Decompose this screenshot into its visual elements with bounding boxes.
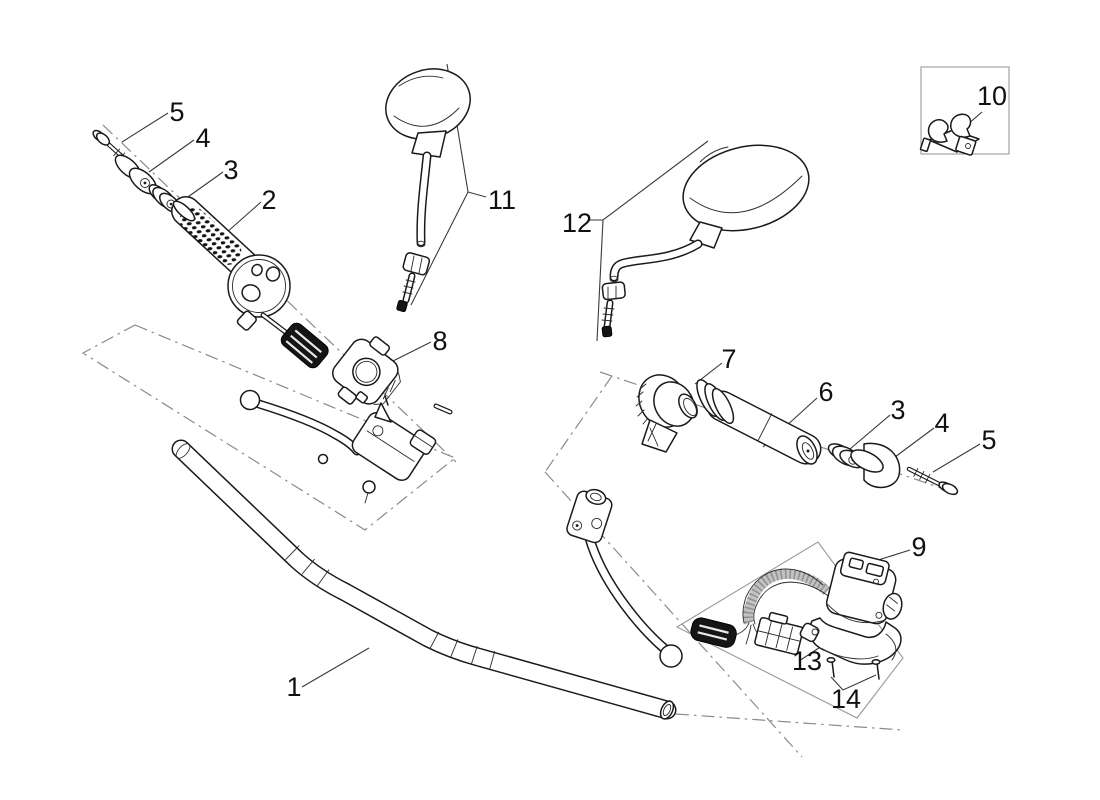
callout-throttle-housing: 7 (721, 344, 736, 374)
callout-screws: 14 (831, 684, 861, 714)
switch-body (825, 551, 903, 625)
callout-right-weight: 4 (934, 408, 949, 438)
callout-left-screw: 5 (169, 97, 184, 127)
callout-left-nut: 3 (223, 155, 238, 185)
part-bracket-screws (826, 657, 881, 680)
callout-clip: 10 (977, 81, 1007, 111)
part-cable-clip (919, 113, 980, 156)
callout-right-screw: 5 (981, 425, 996, 455)
callout-right-nut: 3 (890, 395, 905, 425)
clutch-lever-assembly (566, 488, 683, 668)
callout-bracket: 13 (792, 646, 822, 676)
callout-labels: 5 4 3 2 11 12 10 8 7 6 3 4 5 9 13 14 1 (169, 81, 1007, 714)
part-left-switch-housing (332, 336, 401, 405)
part-right-switch-assembly (690, 551, 903, 680)
part-handlebar (171, 439, 677, 720)
callout-switch-housing: 8 (432, 326, 447, 356)
harness-black-connector (690, 617, 737, 648)
part-left-grip-nut (148, 184, 182, 214)
callout-left-grip: 2 (261, 185, 276, 215)
part-right-grip (696, 378, 822, 465)
callout-left-mirror: 11 (488, 185, 516, 215)
part-left-mirror (385, 68, 471, 313)
callout-switch-assembly: 9 (911, 532, 926, 562)
part-right-bar-end-weight (850, 442, 901, 489)
part-right-bar-end-screw (906, 466, 959, 496)
part-left-grip (171, 196, 291, 337)
part-right-mirror (601, 144, 810, 338)
part-throttle-housing (635, 374, 698, 453)
callout-left-weight: 4 (195, 123, 210, 153)
callout-handlebar: 1 (286, 672, 301, 702)
harness-white-connector (754, 611, 804, 656)
throttle-cable-connector (280, 322, 329, 369)
callout-right-grip: 6 (818, 377, 833, 407)
brake-master-cylinder-assembly (239, 389, 453, 504)
left-mounting-zone-outline (81, 324, 457, 531)
part-switch-bracket (799, 617, 902, 665)
callout-right-mirror: 12 (562, 208, 592, 238)
